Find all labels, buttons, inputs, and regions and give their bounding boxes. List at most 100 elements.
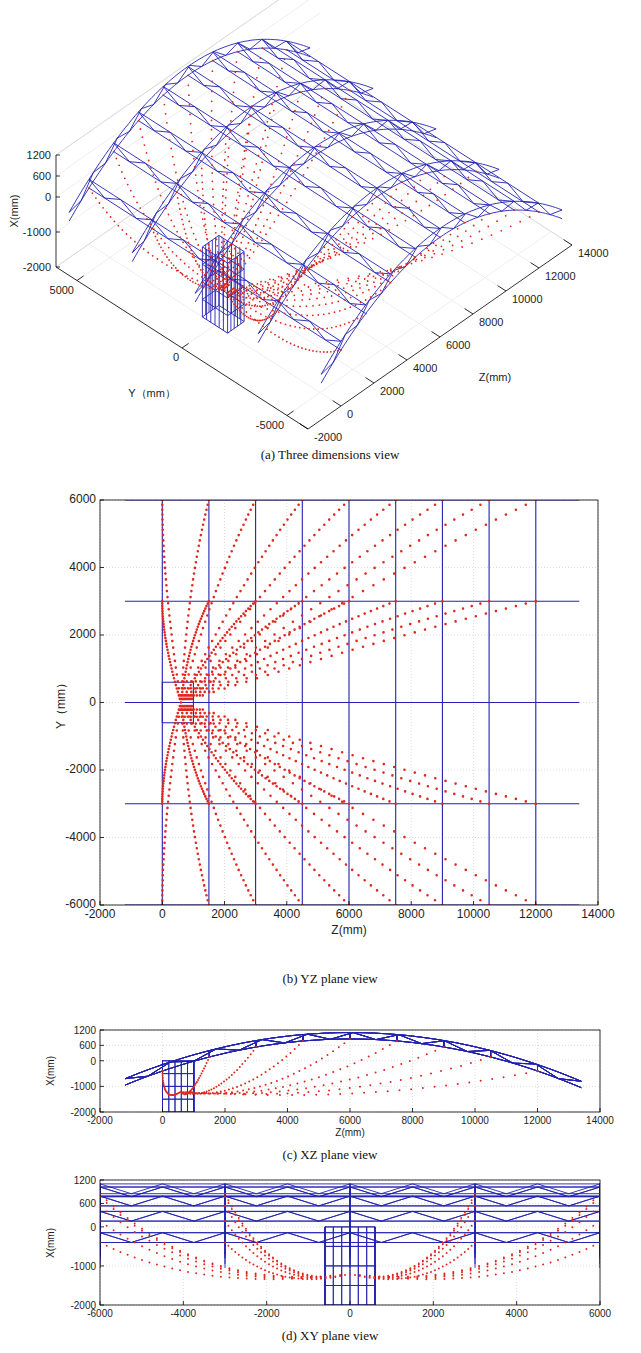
tick-mark [100,770,104,771]
grid-line [475,1030,476,1112]
tick-mark [537,1108,538,1112]
equipment-box [163,1061,194,1112]
tick-label: 5000 [50,284,74,296]
tick-mark [433,1301,434,1305]
model-layer [69,39,601,1305]
tick-mark [531,263,539,268]
tick-label: 10000 [457,908,490,921]
tick-label: 2000 [69,628,96,641]
axis-title: Y（mm） [128,387,176,399]
tick-mark [183,1301,184,1305]
truss-frame [69,39,562,383]
trajectory-dots [161,500,537,905]
tick-label: 6000 [336,908,363,921]
tick-mark [56,155,60,156]
structure-view [69,39,562,383]
tick-label: -4000 [171,1308,197,1319]
tick-label: 4000 [413,362,437,374]
tick-mark [600,1108,601,1112]
tick-label: -2000 [65,763,96,776]
tick-label: 2000 [422,1308,444,1319]
tick-label: 14000 [581,908,614,921]
tick-label: 12000 [524,1115,552,1126]
tick-mark [465,309,473,314]
tick-mark [225,1108,226,1112]
tick-mark [100,1180,104,1181]
tick-label: 0 [173,351,179,363]
tick-mark [349,901,350,905]
trajectory-dots [88,47,540,353]
tick-mark [77,276,84,281]
subfigure-caption: (c) XZ plane view [283,1148,378,1162]
tick-mark [432,332,440,337]
tick-label: 2000 [214,1115,236,1126]
tick-mark [100,1112,104,1113]
subfigure-caption: (b) YZ plane view [282,972,377,986]
tick-label: 2000 [211,908,238,921]
tick-mark [350,1301,351,1305]
subfigure-caption: (a) Three dimensions view [261,448,400,462]
axis-title: X(mm) [8,195,20,228]
tick-mark [266,1301,267,1305]
tick-mark [100,1265,104,1266]
grid-line [56,0,320,176]
tick-mark [56,267,60,268]
axis-title: Z(mm) [479,371,511,383]
equipment-box [325,1227,375,1305]
tick-label: -6000 [87,1308,113,1319]
tick-mark [333,401,341,406]
tick-label: 8000 [398,908,425,921]
tick-label: 0 [45,191,51,203]
tick-mark [56,176,60,177]
truss-frame [125,500,579,905]
tick-mark [100,567,104,568]
tick-label: 4000 [273,908,300,921]
tick-mark [600,1301,601,1305]
tick-mark [100,1305,104,1306]
structure-view [100,1184,600,1305]
tick-mark [100,1108,101,1112]
z-axis-line [308,245,572,429]
plot-frame [100,500,598,905]
tick-label: 1200 [74,1025,96,1036]
tick-mark [300,424,308,429]
tick-mark [162,901,163,905]
tick-mark [287,1108,288,1112]
tick-label: 10000 [512,293,543,305]
tick-label: 1200 [27,149,51,161]
tick-label: 4000 [276,1115,298,1126]
tick-mark [100,901,101,905]
trajectory-dots [162,1038,539,1096]
tick-label: 12000 [545,270,576,282]
tick-mark [598,901,599,905]
tick-mark [399,355,407,360]
tick-label: 4000 [506,1308,528,1319]
tick-mark [100,1060,104,1061]
tick-label: 6000 [339,1115,361,1126]
tick-mark [56,232,60,233]
grid-layer [56,0,600,1305]
tick-label: 1200 [74,1175,96,1186]
tick-mark [366,378,374,383]
structure-view [125,500,579,905]
grid-line [122,221,374,383]
tick-label: 6000 [589,1308,611,1319]
tick-label: 600 [79,1198,96,1209]
tick-label: 0 [160,1115,166,1126]
tick-mark [286,901,287,905]
tick-label: -2000 [254,1308,280,1319]
tick-label: 14000 [578,247,609,259]
tick-mark [100,1203,104,1204]
tick-label: -2000 [314,431,342,443]
tick-label: 600 [79,1040,96,1051]
tick-label: -4000 [65,831,96,844]
plot-frame [100,1180,600,1305]
grid-line [188,175,440,337]
tick-mark [100,1226,104,1227]
tick-mark [564,240,572,245]
tick-label: 10000 [461,1115,489,1126]
tick-label: 0 [90,1221,96,1232]
tick-label: 0 [89,696,96,709]
tick-label: -1000 [70,1260,96,1271]
